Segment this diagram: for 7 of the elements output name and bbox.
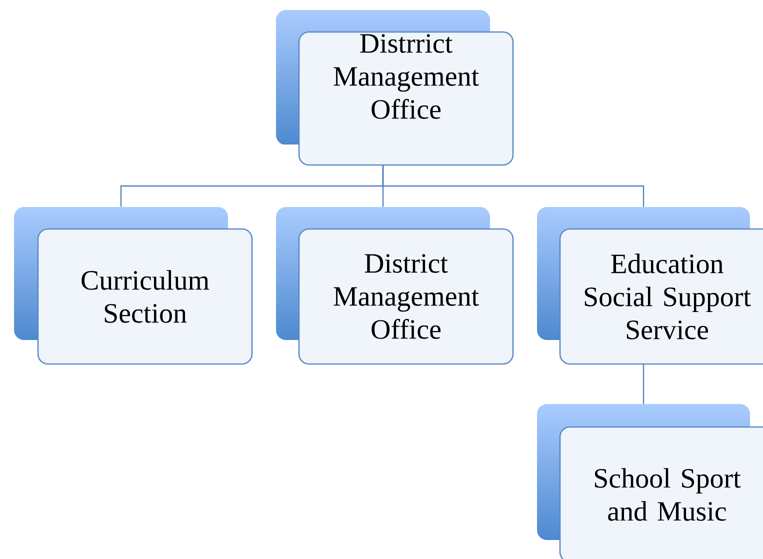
org-box: District Management Office [298, 228, 514, 365]
org-box: School Sport and Music [559, 426, 763, 559]
connector-line [642, 364, 644, 404]
org-box: Distrrict Management Office [298, 31, 514, 166]
org-box: Education Social Support Service [559, 228, 763, 365]
org-box: Curriculum Section [37, 228, 253, 365]
connector-line [382, 165, 644, 207]
